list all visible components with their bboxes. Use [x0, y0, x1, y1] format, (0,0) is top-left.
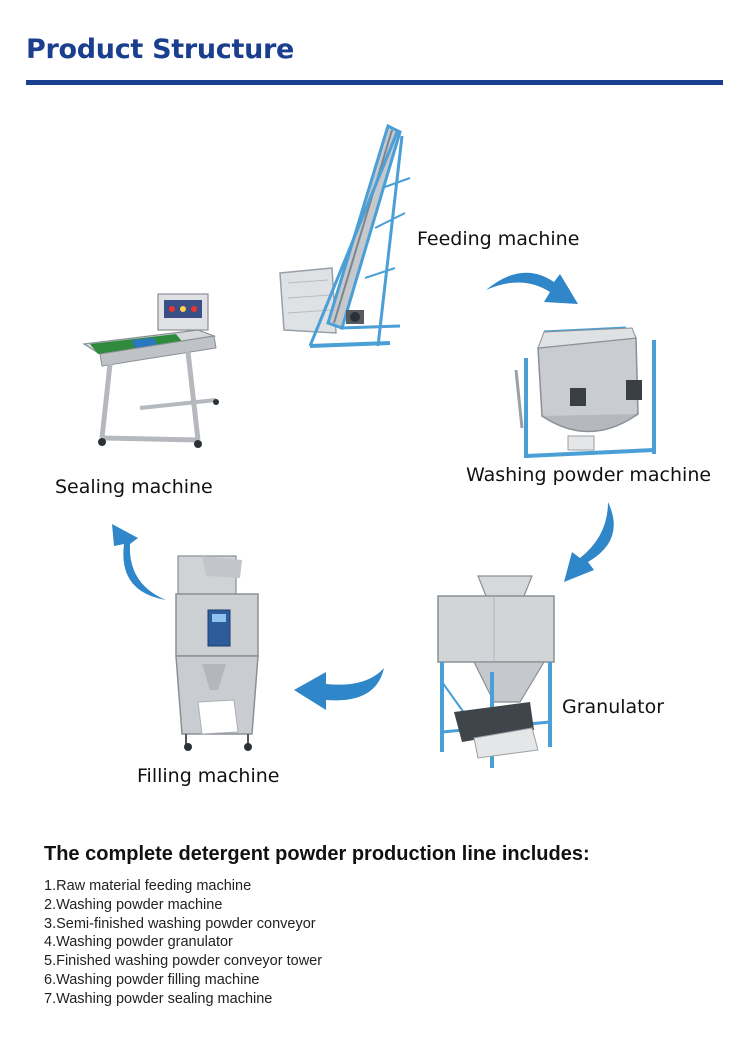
list-item: 1.Raw material feeding machine	[44, 878, 252, 894]
production-line-heading: The complete detergent powder production…	[44, 843, 590, 865]
flow-arrow-4	[112, 524, 166, 600]
page-title: Product Structure	[26, 34, 295, 65]
feeding-machine-label: Feeding machine	[417, 228, 580, 250]
flow-arrow-3	[294, 668, 384, 710]
washing-powder-machine-illustration	[514, 326, 656, 458]
list-item: 7.Washing powder sealing machine	[44, 990, 273, 1007]
granulator-label: Granulator	[562, 696, 665, 718]
list-item: 2.Washing powder machine	[44, 896, 223, 913]
granulator-illustration	[437, 575, 555, 768]
flow-arrow-2	[564, 502, 614, 582]
sealing-machine-illustration	[82, 293, 219, 448]
list-item: 5.Finished washing powder conveyor tower	[44, 953, 323, 970]
list-item: 6.Washing powder filling machine	[44, 971, 260, 988]
flow-arrow-1	[486, 272, 578, 304]
sealing-machine-label: Sealing machine	[55, 476, 213, 498]
filling-machine-label: Filling machine	[137, 765, 280, 787]
list-item: 3.Semi-finished washing powder conveyor	[44, 915, 316, 932]
filling-machine-illustration	[175, 555, 259, 751]
production-line-list: 1.Raw material feeding machine 2.Washing…	[44, 877, 322, 1009]
washing-powder-machine-label: Washing powder machine	[466, 464, 712, 486]
title-underline	[26, 80, 723, 85]
feeding-machine-illustration	[279, 123, 411, 348]
list-item: 4.Washing powder granulator	[44, 934, 233, 951]
